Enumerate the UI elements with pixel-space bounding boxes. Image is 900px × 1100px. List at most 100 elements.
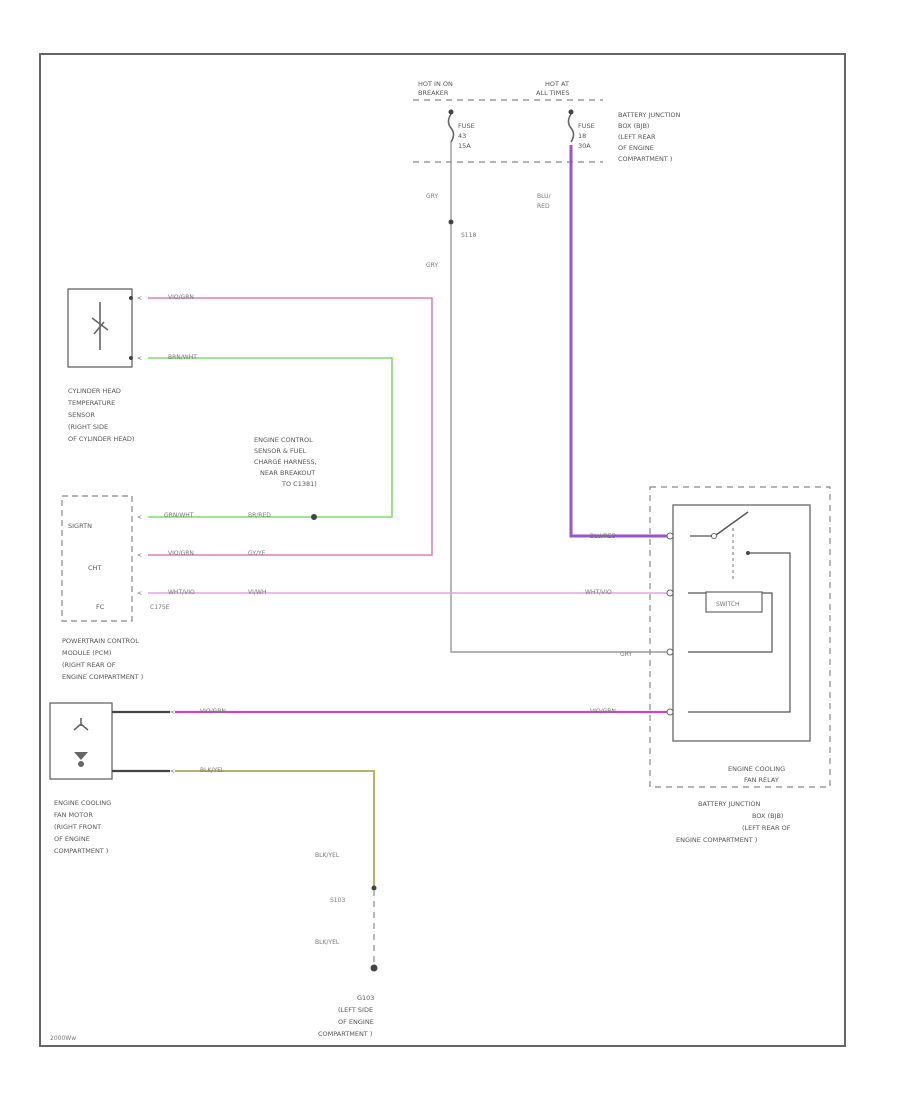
blu-red-label-1: BLU/	[537, 193, 552, 200]
bjb-top-label-1: BATTERY JUNCTION	[618, 111, 681, 119]
brn-wht-sigrtn-wire	[148, 357, 393, 518]
relay-box	[672, 504, 811, 742]
hot-all-label-2: ALL TIMES	[536, 89, 569, 97]
ecs-label-2: SENSOR & FUEL	[254, 447, 307, 455]
blk-yel-label-3: BLK/YEL	[315, 939, 340, 946]
thermistor-icon	[91, 302, 109, 350]
chts-label-4: (RIGHT SIDE	[68, 423, 108, 431]
motor-dot-icon	[78, 761, 84, 767]
pcm-pin-1-arrow: <	[137, 514, 142, 521]
vio-grn-label-3: VIO/GRN	[200, 708, 226, 715]
motor-icon	[74, 752, 88, 760]
ecs-label-3: CHARGE HARNESS,	[254, 458, 317, 466]
bjb-dashed-box	[649, 486, 831, 788]
vio-grn-label-4: VIO/GRN	[590, 708, 616, 715]
vio-grn-label-1: VIO/GRN	[168, 294, 194, 301]
wires: GRY S118 GRY GRY BLU/ RED BLU/RED VIO/GR…	[148, 142, 668, 972]
hot-all-label: HOT AT	[545, 80, 569, 88]
pcm-label-4: ENGINE COMPARTMENT )	[62, 673, 143, 681]
relay-label-2: FAN RELAY	[744, 776, 779, 784]
pcm-pin-cht: CHT	[88, 564, 101, 572]
pcm-box	[61, 495, 133, 622]
relay-coil-label: SWITCH	[716, 601, 740, 608]
bjb-bottom-label-1: BATTERY JUNCTION	[698, 800, 761, 808]
fuse-right-rating: 30A	[578, 142, 591, 150]
relay-pin-87	[666, 532, 674, 540]
diagram-border	[39, 53, 846, 1047]
blk-yel-ground-wire	[175, 770, 375, 888]
blu-red-wire	[569, 145, 668, 538]
vio-grn-cht-wire	[148, 297, 433, 556]
fuse-right-label: FUSE	[578, 122, 595, 130]
relay-pin-85	[666, 648, 674, 656]
ecs-label-5: TO C1381)	[281, 480, 317, 488]
fan-label-5: COMPARTMENT )	[54, 847, 108, 855]
fuse-left-icon	[447, 113, 455, 143]
ground-label-4: COMPARTMENT )	[318, 1030, 372, 1038]
fan-label-3: (RIGHT FRONT	[54, 823, 101, 831]
gry-wire	[450, 142, 668, 653]
gry-label-2: GRY	[426, 262, 438, 269]
fuse-left-rating: 15A	[458, 142, 471, 150]
chts-label-2: TEMPERATURE	[67, 399, 115, 407]
fan-pin-1-arrow: <	[170, 709, 175, 716]
relay-pin-86	[666, 589, 674, 597]
bjb-bottom-label-3: (LEFT REAR OF	[742, 824, 791, 832]
fan-icon	[73, 718, 89, 731]
fuse-right-top-dot	[568, 109, 574, 115]
relay-coil-leads	[688, 592, 773, 653]
footer-code: 2000Ww	[50, 1035, 76, 1042]
fan-label-1: ENGINE COOLING	[54, 799, 111, 807]
splice-s118-label: S118	[461, 232, 476, 239]
chts-pin-2-arrow: <	[137, 355, 142, 362]
cooling-fan-relay: SWITCH ENGINE COOLING FAN RELAY BATTERY …	[649, 486, 831, 844]
fuse-right-number: 18	[578, 132, 586, 140]
grn-wht-label: GRN/WHT	[164, 512, 194, 519]
pcm-pin-3-arrow: <	[137, 590, 142, 597]
relay-output-line	[688, 552, 791, 713]
cylinder-head-temp-sensor: < < CYLINDER HEAD TEMPERATURE SENSOR (RI…	[67, 288, 142, 443]
bjb-bottom-label-4: ENGINE COMPARTMENT )	[676, 836, 757, 844]
fan-label-2: FAN MOTOR	[54, 811, 93, 819]
bjb-top-label-3: (LEFT REAR	[618, 133, 656, 141]
blk-yel-label-2: BLK/YEL	[315, 852, 340, 859]
pcm: SIGRTN CHT FC < < < C175E POWERTRAIN CON…	[61, 495, 170, 681]
bjb-top-label-4: OF ENGINE	[618, 144, 654, 152]
ground-dot	[370, 964, 378, 972]
vi-wh-label: VI/WH	[248, 589, 266, 596]
fuse-left-label: FUSE	[458, 122, 475, 130]
blu-red-label-2: RED	[537, 203, 550, 210]
pcm-pin-2-arrow: <	[137, 552, 142, 559]
ground-label-2: (LEFT SIDE	[338, 1006, 373, 1014]
chts-label-5: OF CYLINDER HEAD)	[68, 435, 134, 443]
bjb-bottom-label-2: BOX (BJB)	[752, 812, 783, 820]
fan-label-4: OF ENGINE	[54, 835, 90, 843]
splice-s118-dot	[448, 219, 454, 225]
gry-label-1: GRY	[426, 193, 438, 200]
cooling-fan-motor: < < ENGINE COOLING FAN MOTOR (RIGHT FRON…	[49, 702, 175, 855]
chts-pin-1-dot	[129, 296, 133, 300]
relay-switch-arm	[715, 511, 749, 536]
pcm-label-3: (RIGHT REAR OF	[62, 661, 116, 669]
brn-wht-label: BRN/WHT	[168, 354, 197, 361]
splice-s103-label: S103	[330, 897, 345, 904]
chts-label-3: SENSOR	[68, 411, 95, 419]
pcm-pin-sigrtn: SIGRTN	[68, 522, 92, 530]
fuse-right-icon	[567, 113, 575, 143]
bjb-top-label-5: COMPARTMENT )	[618, 155, 672, 163]
blk-yel-label-1: BLK/YEL	[200, 767, 225, 774]
ecs-label-4: NEAR BREAKOUT	[260, 469, 315, 477]
relay-coil	[705, 591, 763, 613]
ground-label-1: G103	[357, 994, 374, 1002]
vio-grn-label-2: VIO/GRN	[168, 550, 194, 557]
chts-pin-1-arrow: <	[137, 295, 142, 302]
pcm-connector-label: C175E	[150, 604, 170, 611]
blu-red-label-3: BLU/RED	[590, 533, 617, 540]
gy-ye-label: GY/YE	[248, 550, 266, 557]
relay-switch-contact	[711, 533, 717, 539]
power-section: HOT IN ON BREAKER HOT AT ALL TIMES FUSE …	[413, 80, 681, 163]
bjb-top-label-2: BOX (BJB)	[618, 122, 649, 130]
relay-pin-30	[666, 708, 674, 716]
pcm-label-1: POWERTRAIN CONTROL	[62, 637, 139, 645]
